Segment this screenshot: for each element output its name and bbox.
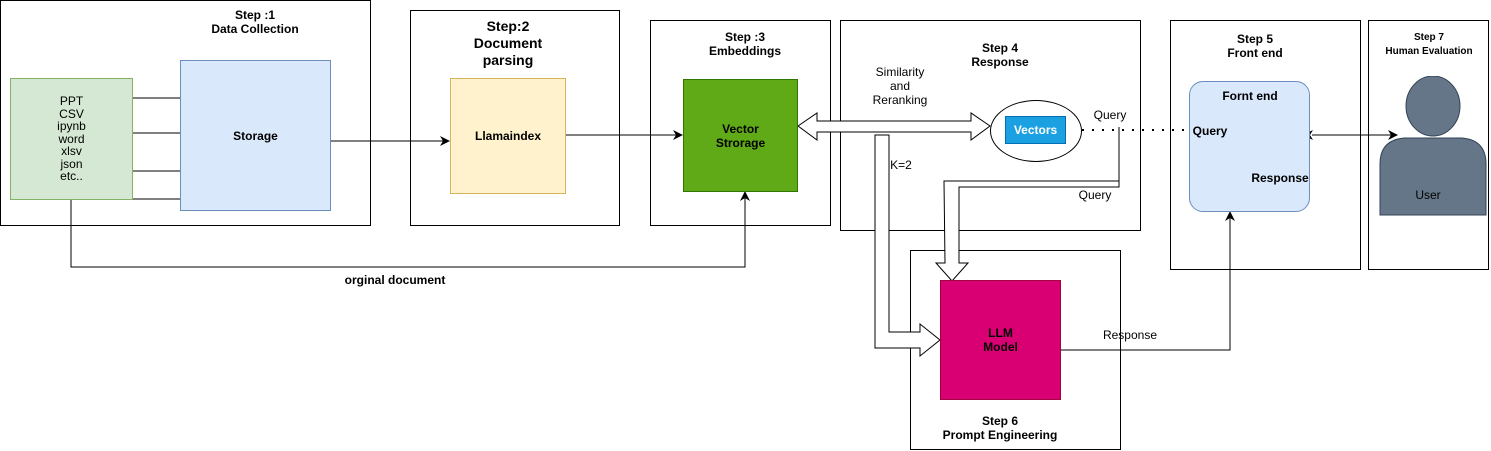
source-item: PPT	[59, 94, 84, 108]
k2-label: K=2	[890, 158, 912, 172]
k2-hollow-arrow	[874, 134, 941, 358]
user-label: User	[1415, 188, 1441, 202]
vectors-node: Vectors	[1005, 116, 1066, 144]
llm-line1: LLM	[988, 326, 1013, 340]
llm-line2: Model	[983, 340, 1018, 354]
vector-vectors-double-arrow	[797, 112, 991, 141]
original-document-arrow	[70, 191, 750, 268]
frontend-box	[1189, 81, 1310, 212]
vector-storage-line1: Vector	[722, 121, 759, 136]
frontend-response: Response	[1251, 171, 1309, 185]
vector-storage-line2: Strorage	[715, 135, 766, 150]
llamaindex-label: Llamaindex	[474, 129, 542, 143]
user-icon	[1379, 76, 1487, 216]
vector-storage-box: Vector Strorage	[683, 79, 798, 192]
frontend-title: Fornt end	[1222, 89, 1278, 103]
vectors-label: Vectors	[1013, 123, 1058, 137]
source-item: CSV	[59, 106, 84, 121]
llamaindex-box: Llamaindex	[450, 78, 566, 194]
storage-label: Storage	[233, 128, 278, 143]
llm-model-box: LLM Model	[940, 280, 1061, 400]
source-item: xlsv	[61, 144, 82, 158]
query-bottom-label: Query	[1078, 188, 1112, 202]
llm-to-frontend-arrow	[1061, 211, 1235, 351]
query-top-label: Query	[1093, 108, 1127, 122]
source-item: ipynb	[57, 119, 86, 133]
source-item: etc..	[60, 169, 83, 183]
source-item: json	[60, 156, 83, 171]
frontend-query: Query	[1192, 124, 1228, 138]
original-document-label: orginal document	[344, 273, 446, 287]
source-item: word	[58, 131, 85, 146]
storage-box: Storage	[180, 60, 331, 211]
sources-to-storage-lines	[133, 97, 180, 200]
response-edge-label: Response	[1102, 328, 1158, 342]
